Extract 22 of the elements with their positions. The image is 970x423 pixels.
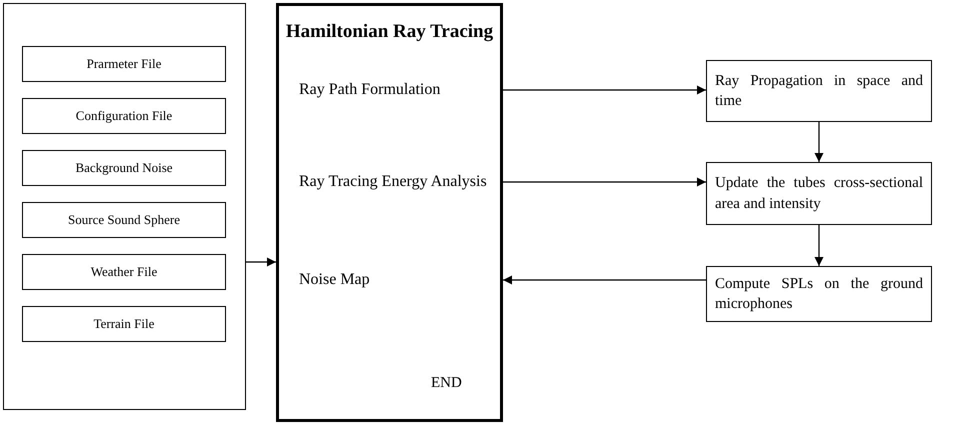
process-box: Compute SPLs on the ground microphones [706, 266, 932, 322]
process-panel [276, 3, 503, 422]
end-label: END [431, 374, 462, 393]
process-box: Configuration File [22, 98, 226, 134]
panel-heading: Hamiltonian Ray Tracing [284, 20, 494, 44]
process-panel [3, 3, 246, 410]
step-text: Noise Map [279, 262, 503, 298]
process-box: Ray Propagation in space and time [706, 60, 932, 122]
arrow [503, 86, 706, 94]
process-box: Weather File [22, 254, 226, 290]
arrow [503, 178, 706, 186]
process-box: Update the tubes cross-sectional area and intensity [706, 162, 932, 225]
process-box: Source Sound Sphere [22, 202, 226, 238]
process-box: Background Noise [22, 150, 226, 186]
step-text: Ray Path Formulation [279, 72, 503, 108]
arrow [814, 122, 824, 162]
arrow [246, 258, 276, 266]
step-text: Ray Tracing Energy Analysis [279, 164, 503, 200]
process-box: Prarmeter File [22, 46, 226, 82]
arrow [503, 276, 706, 284]
arrow [814, 225, 824, 266]
process-box: Terrain File [22, 306, 226, 342]
